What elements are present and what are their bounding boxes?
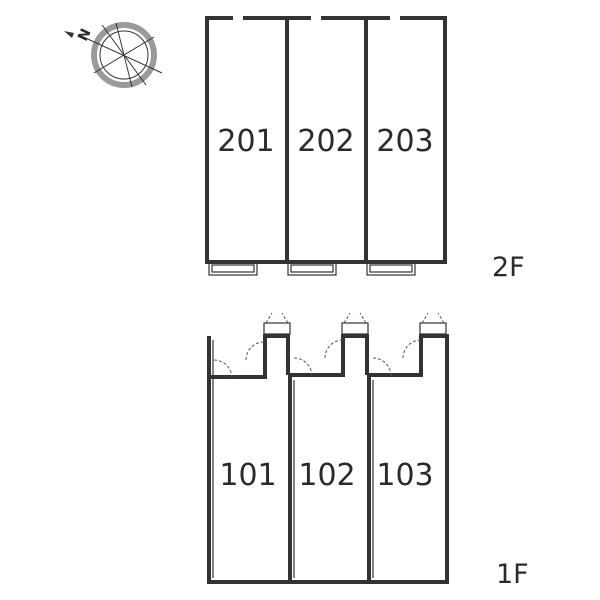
north-arrow-compass-icon bbox=[64, 22, 163, 88]
floor-2f: 201 202 203 2F bbox=[205, 15, 525, 283]
floor-1f: 101 102 103 1F bbox=[207, 312, 529, 590]
meter-box-103 bbox=[419, 312, 447, 335]
room-201-label: 201 bbox=[217, 124, 274, 159]
balcony-201 bbox=[208, 261, 258, 276]
balcony-202 bbox=[287, 261, 337, 276]
door-swing-101 bbox=[213, 341, 265, 379]
door-swing-103 bbox=[372, 339, 422, 377]
room-101-label: 101 bbox=[219, 458, 276, 493]
balcony-203 bbox=[366, 261, 416, 276]
floor-1f-label: 1F bbox=[496, 559, 529, 590]
room-103-label: 103 bbox=[376, 458, 433, 493]
room-203-label: 203 bbox=[376, 124, 433, 159]
door-swing-102 bbox=[293, 339, 344, 377]
meter-box-101 bbox=[263, 312, 291, 335]
room-102-label: 102 bbox=[298, 458, 355, 493]
room-202-label: 202 bbox=[297, 124, 354, 159]
floor-2f-label: 2F bbox=[492, 252, 525, 283]
meter-box-102 bbox=[341, 312, 369, 335]
